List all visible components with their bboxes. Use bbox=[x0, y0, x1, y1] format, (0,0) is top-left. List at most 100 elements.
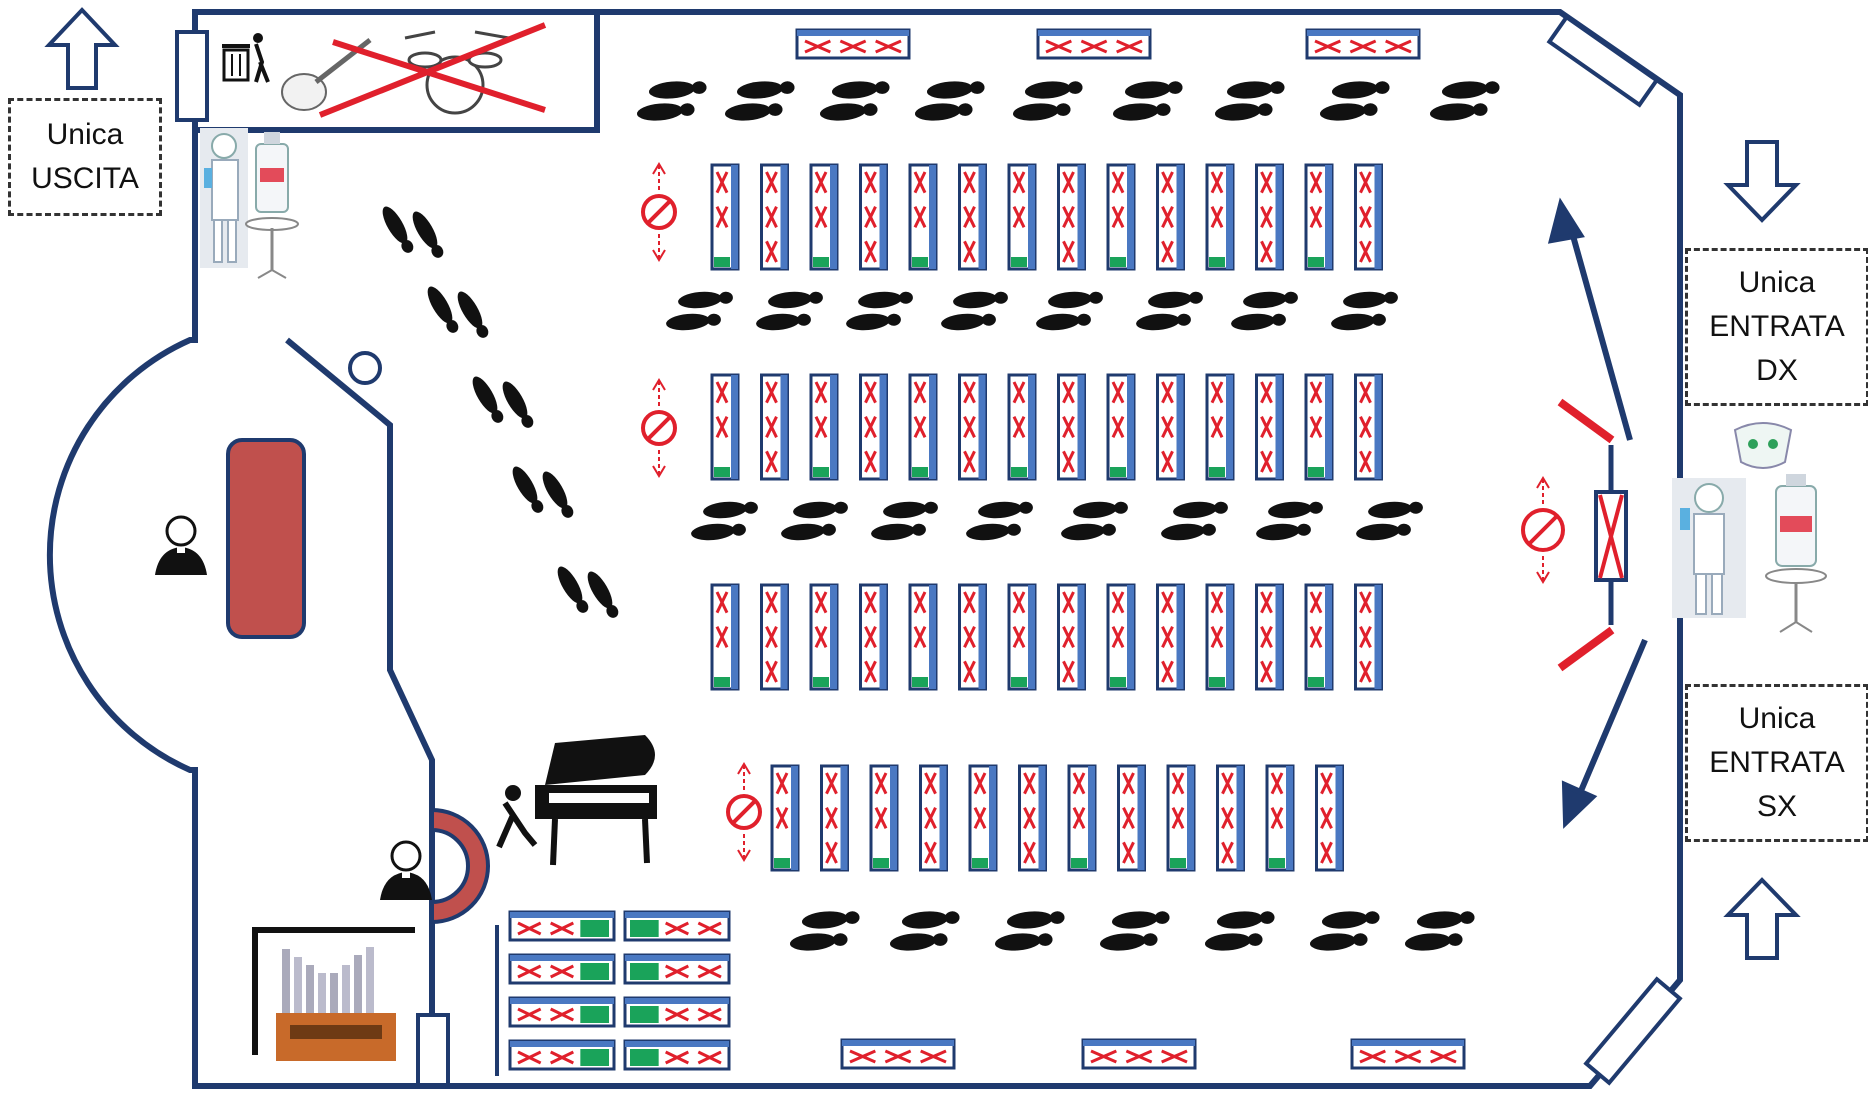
footprints-icon bbox=[1214, 103, 1273, 121]
seat-blocked bbox=[1062, 381, 1075, 404]
pew bbox=[1205, 583, 1235, 691]
pew bbox=[1057, 583, 1086, 691]
seat-blocked bbox=[517, 1007, 542, 1022]
seat-blocked bbox=[1161, 660, 1174, 683]
footprints-icon bbox=[724, 103, 783, 121]
footprints-icon bbox=[587, 571, 619, 618]
seat-blocked bbox=[517, 1050, 542, 1065]
seat-blocked bbox=[1221, 772, 1234, 795]
seat-blocked bbox=[1122, 807, 1135, 829]
seat-available bbox=[714, 257, 730, 267]
seat-blocked bbox=[1023, 807, 1036, 829]
seat-blocked bbox=[1072, 807, 1086, 829]
instruments bbox=[222, 22, 657, 1061]
seat-blocked bbox=[1111, 206, 1125, 228]
footprints-icon bbox=[1256, 523, 1311, 541]
altar bbox=[226, 438, 306, 639]
seat-blocked bbox=[1359, 171, 1372, 194]
seat-blocked bbox=[963, 626, 976, 648]
sanitizer-bottle-icon bbox=[1765, 474, 1827, 633]
seat-available bbox=[1209, 467, 1225, 477]
seat-blocked bbox=[1080, 39, 1108, 54]
footprints-icon bbox=[1024, 81, 1083, 99]
seat-blocked bbox=[1012, 416, 1026, 438]
seat-available bbox=[912, 677, 928, 687]
pew bbox=[820, 764, 849, 872]
footprints-icon bbox=[1368, 501, 1423, 519]
exit-door bbox=[175, 30, 209, 122]
outside-arrows bbox=[44, 7, 1801, 960]
seat-blocked bbox=[963, 381, 976, 404]
pew bbox=[1304, 163, 1334, 271]
seat-blocked bbox=[1260, 450, 1273, 473]
footprints-icon bbox=[636, 103, 695, 121]
footprints-icon bbox=[736, 81, 795, 99]
footprints-icon bbox=[831, 81, 890, 99]
footprints-icon bbox=[1012, 103, 1071, 121]
footprints-icon bbox=[1226, 81, 1285, 99]
seat-blocked bbox=[1210, 381, 1224, 404]
pew bbox=[508, 1039, 616, 1071]
footprints-icon bbox=[846, 313, 901, 331]
seat-blocked bbox=[1125, 1049, 1153, 1064]
footprints-icon bbox=[1036, 313, 1091, 331]
pew bbox=[958, 373, 987, 481]
seat-available bbox=[1011, 467, 1027, 477]
seat-available bbox=[813, 677, 829, 687]
pew bbox=[869, 764, 899, 872]
seat-blocked bbox=[1210, 626, 1224, 648]
seat-blocked bbox=[1012, 591, 1026, 614]
seat-blocked bbox=[1012, 626, 1026, 648]
seat-blocked bbox=[715, 171, 729, 194]
guitar-icon bbox=[281, 38, 372, 111]
seat-blocked bbox=[665, 1050, 689, 1065]
seat-blocked bbox=[1062, 416, 1075, 438]
seat-available bbox=[912, 257, 928, 267]
seat-blocked bbox=[1122, 841, 1135, 864]
seat-blocked bbox=[1062, 450, 1075, 473]
seat-blocked bbox=[814, 591, 828, 614]
footprints-icon bbox=[871, 523, 926, 541]
seat-blocked bbox=[1260, 171, 1273, 194]
seat-blocked bbox=[1359, 1049, 1386, 1064]
pew bbox=[1036, 28, 1152, 60]
seat-blocked bbox=[1309, 416, 1323, 438]
pew bbox=[1156, 583, 1185, 691]
seat-blocked bbox=[924, 807, 937, 829]
footprints-icon bbox=[1231, 313, 1286, 331]
pew bbox=[1156, 163, 1185, 271]
seat-blocked bbox=[1309, 381, 1323, 404]
seat-blocked bbox=[963, 171, 976, 194]
seat-available bbox=[972, 858, 988, 868]
pew bbox=[1350, 1038, 1466, 1070]
chancel-wall bbox=[285, 337, 435, 1086]
pew bbox=[770, 764, 800, 872]
seat-blocked bbox=[1260, 626, 1273, 648]
entrance-right-line2: ENTRATA bbox=[1709, 310, 1845, 343]
entry-arrow-icon bbox=[1723, 877, 1801, 960]
footprints-icon bbox=[1073, 501, 1128, 519]
seat-blocked bbox=[864, 240, 877, 263]
footprints-icon bbox=[793, 501, 848, 519]
seat-blocked bbox=[963, 206, 976, 228]
seat-blocked bbox=[715, 381, 729, 404]
footprints-icon bbox=[427, 286, 459, 333]
pew bbox=[859, 373, 888, 481]
pew bbox=[859, 163, 888, 271]
seat-available bbox=[630, 1049, 659, 1066]
pew bbox=[840, 1038, 956, 1070]
flow-arrow-up-head bbox=[1547, 197, 1585, 244]
bottom-right-door bbox=[1583, 976, 1683, 1086]
pew bbox=[1354, 583, 1383, 691]
pew bbox=[1007, 163, 1037, 271]
pew bbox=[908, 163, 938, 271]
seat-blocked bbox=[1062, 206, 1075, 228]
no-entry-icon bbox=[641, 378, 677, 478]
seat-blocked bbox=[864, 416, 877, 438]
pew bbox=[1304, 373, 1334, 481]
forbidden-icon bbox=[318, 22, 547, 118]
seat-blocked bbox=[715, 416, 729, 438]
seat-blocked bbox=[814, 171, 828, 194]
pew bbox=[1057, 373, 1086, 481]
footprints-icon bbox=[1243, 291, 1298, 309]
